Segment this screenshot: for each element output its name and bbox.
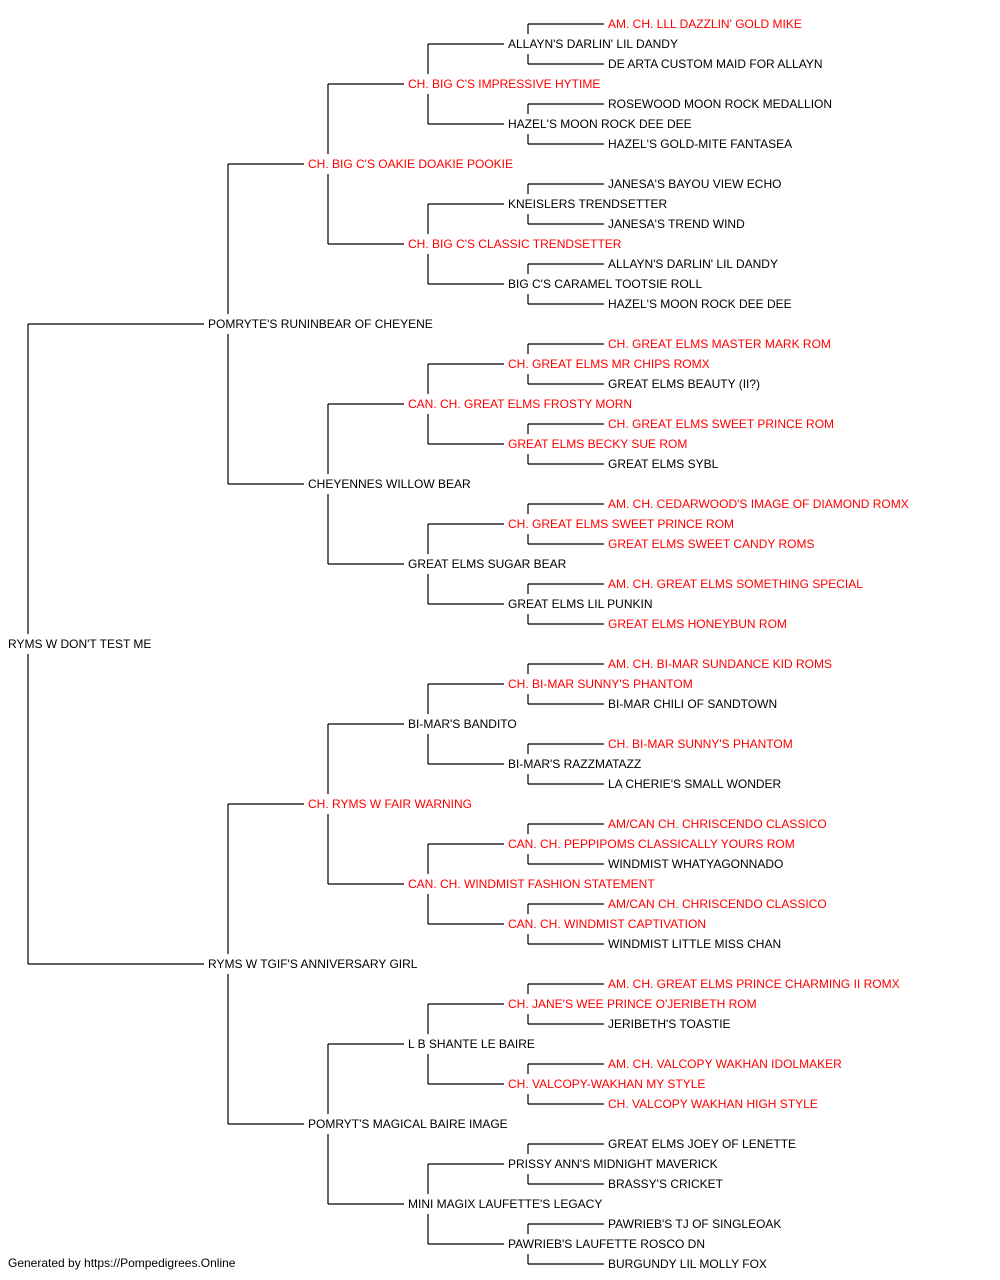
dog-name: HAZEL'S MOON ROCK DEE DEE <box>608 297 792 311</box>
dog-name: BRASSY'S CRICKET <box>608 1177 724 1191</box>
dog-name: CH. BI-MAR SUNNY'S PHANTOM <box>608 737 793 751</box>
dog-name: AM. CH. GREAT ELMS PRINCE CHARMING II RO… <box>608 977 900 991</box>
dog-name: ROSEWOOD MOON ROCK MEDALLION <box>608 97 832 111</box>
dog-name: CH. RYMS W FAIR WARNING <box>308 797 472 811</box>
dog-name: CAN. CH. WINDMIST CAPTIVATION <box>508 917 706 931</box>
dog-name: JERIBETH'S TOASTIE <box>608 1017 731 1031</box>
generated-by-footer: Generated by https://Pompedigrees.Online <box>8 1256 236 1270</box>
dog-name: GREAT ELMS SYBL <box>608 457 719 471</box>
dog-name: AM/CAN CH. CHRISCENDO CLASSICO <box>608 817 827 831</box>
dog-name: PAWRIEB'S TJ OF SINGLEOAK <box>608 1217 781 1231</box>
dog-name: CH. GREAT ELMS SWEET PRINCE ROM <box>608 417 834 431</box>
dog-name: BIG C'S CARAMEL TOOTSIE ROLL <box>508 277 702 291</box>
dog-name: CH. GREAT ELMS SWEET PRINCE ROM <box>508 517 734 531</box>
dog-name: KNEISLERS TRENDSETTER <box>508 197 667 211</box>
dog-name: POMRYT'S MAGICAL BAIRE IMAGE <box>308 1117 508 1131</box>
dog-name: JANESA'S BAYOU VIEW ECHO <box>608 177 781 191</box>
dog-name: GREAT ELMS SUGAR BEAR <box>408 557 567 571</box>
pedigree-connector-lines <box>27 23 604 1265</box>
pedigree-names: RYMS W DON'T TEST ME POMRYTE'S RUNINBEAR … <box>8 17 909 1271</box>
dog-name: RYMS W TGIF'S ANNIVERSARY GIRL <box>208 957 418 971</box>
dog-name: BI-MAR'S RAZZMATAZZ <box>508 757 641 771</box>
dog-name: CH. BI-MAR SUNNY'S PHANTOM <box>508 677 693 691</box>
dog-name: CH. GREAT ELMS MASTER MARK ROM <box>608 337 831 351</box>
dog-name: GREAT ELMS HONEYBUN ROM <box>608 617 787 631</box>
dog-name: POMRYTE'S RUNINBEAR OF CHEYENE <box>208 317 433 331</box>
dog-name: CH. BIG C'S OAKIE DOAKIE POOKIE <box>308 157 513 171</box>
dog-name: HAZEL'S GOLD-MITE FANTASEA <box>608 137 792 151</box>
dog-name: L B SHANTE LE BAIRE <box>408 1037 535 1051</box>
dog-name: WINDMIST WHATYAGONNADO <box>608 857 783 871</box>
dog-name: CH. VALCOPY-WAKHAN MY STYLE <box>508 1077 705 1091</box>
dog-name: CH. GREAT ELMS MR CHIPS ROMX <box>508 357 710 371</box>
dog-name: LA CHERIE'S SMALL WONDER <box>608 777 782 791</box>
dog-name: GREAT ELMS BEAUTY (II?) <box>608 377 760 391</box>
dog-name: GREAT ELMS JOEY OF LENETTE <box>608 1137 796 1151</box>
dog-name: AM. CH. LLL DAZZLIN' GOLD MIKE <box>608 17 802 31</box>
dog-name: AM. CH. GREAT ELMS SOMETHING SPECIAL <box>608 577 863 591</box>
dog-name: AM. CH. VALCOPY WAKHAN IDOLMAKER <box>608 1057 842 1071</box>
dog-name: CH. VALCOPY WAKHAN HIGH STYLE <box>608 1097 818 1111</box>
dog-name: CH. BIG C'S IMPRESSIVE HYTIME <box>408 77 600 91</box>
dog-name: CAN. CH. PEPPIPOMS CLASSICALLY YOURS ROM <box>508 837 795 851</box>
dog-name: CH. BIG C'S CLASSIC TRENDSETTER <box>408 237 622 251</box>
dog-name: CAN. CH. WINDMIST FASHION STATEMENT <box>408 877 655 891</box>
dog-name: GREAT ELMS LIL PUNKIN <box>508 597 653 611</box>
dog-name: RYMS W DON'T TEST ME <box>8 637 151 651</box>
dog-name: CH. JANE'S WEE PRINCE O'JERIBETH ROM <box>508 997 757 1011</box>
dog-name: AM/CAN CH. CHRISCENDO CLASSICO <box>608 897 827 911</box>
dog-name: GREAT ELMS SWEET CANDY ROMS <box>608 537 814 551</box>
dog-name: WINDMIST LITTLE MISS CHAN <box>608 937 781 951</box>
dog-name: JANESA'S TREND WIND <box>608 217 745 231</box>
dog-name: AM. CH. BI-MAR SUNDANCE KID ROMS <box>608 657 832 671</box>
dog-name: CHEYENNES WILLOW BEAR <box>308 477 471 491</box>
dog-name: CAN. CH. GREAT ELMS FROSTY MORN <box>408 397 632 411</box>
dog-name: ALLAYN'S DARLIN' LIL DANDY <box>508 37 678 51</box>
dog-name: PAWRIEB'S LAUFETTE ROSCO DN <box>508 1237 705 1251</box>
dog-name: AM. CH. CEDARWOOD'S IMAGE OF DIAMOND ROM… <box>608 497 909 511</box>
dog-name: BI-MAR CHILI OF SANDTOWN <box>608 697 777 711</box>
dog-name: PRISSY ANN'S MIDNIGHT MAVERICK <box>508 1157 718 1171</box>
dog-name: MINI MAGIX LAUFETTE'S LEGACY <box>408 1197 602 1211</box>
dog-name: HAZEL'S MOON ROCK DEE DEE <box>508 117 692 131</box>
dog-name: GREAT ELMS BECKY SUE ROM <box>508 437 687 451</box>
dog-name: DE ARTA CUSTOM MAID FOR ALLAYN <box>608 57 823 71</box>
dog-name: BURGUNDY LIL MOLLY FOX <box>608 1257 767 1271</box>
dog-name: BI-MAR'S BANDITO <box>408 717 517 731</box>
dog-name: ALLAYN'S DARLIN' LIL DANDY <box>608 257 778 271</box>
